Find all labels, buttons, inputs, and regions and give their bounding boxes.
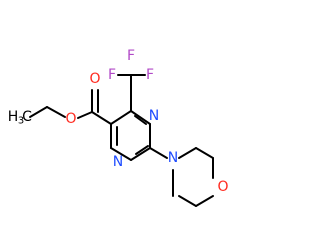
bond-morpholine-right-lower bbox=[195, 195, 214, 207]
bond-layer bbox=[29, 74, 214, 207]
bond-ring-top-right-to-n-upper bbox=[130, 110, 151, 125]
bond-ethyl-to-ester-o bbox=[46, 106, 66, 118]
pyrimidine-upper-n-label: N bbox=[149, 108, 159, 124]
bond-morpholine-n-top-right bbox=[178, 147, 197, 159]
bond-ester-o-to-carbonyl bbox=[77, 111, 93, 119]
bond-ring-right-lower bbox=[130, 147, 151, 161]
chemical-structure-diagram: H 3 C O O F F F N N N O bbox=[8, 48, 229, 207]
morpholine-o-label: O bbox=[217, 179, 228, 195]
bond-morpholine-bottom-left bbox=[178, 195, 197, 207]
bond-ring-top-left-to-cf3-carbon bbox=[110, 110, 132, 125]
bond-ring-top-double bbox=[134, 115, 147, 125]
methyl-label-subscript: 3 bbox=[18, 116, 24, 127]
bond-carbonyl-to-ring bbox=[91, 111, 112, 125]
ester-single-oxygen-label: O bbox=[65, 111, 76, 127]
fluorine-right-label: F bbox=[146, 67, 154, 83]
bond-ring-right-double bbox=[135, 145, 149, 155]
methyl-label-h: H bbox=[8, 109, 19, 125]
methyl-label-c: C bbox=[22, 109, 32, 125]
morpholine-n-label: N bbox=[168, 150, 178, 166]
fluorine-left-label: F bbox=[108, 67, 116, 83]
fluorine-top-label: F bbox=[127, 48, 135, 64]
carbonyl-oxygen-label: O bbox=[89, 71, 100, 87]
pyrimidine-lower-n-label: N bbox=[113, 154, 123, 170]
bond-ring-bottom bbox=[110, 147, 132, 161]
bond-methyl-to-ethyl bbox=[29, 106, 48, 118]
bond-ring-to-morpholine-n bbox=[149, 147, 168, 159]
atom-labels-layer: H 3 C O O F F F N N N O bbox=[8, 48, 229, 195]
bond-morpholine-top-right bbox=[195, 147, 214, 159]
